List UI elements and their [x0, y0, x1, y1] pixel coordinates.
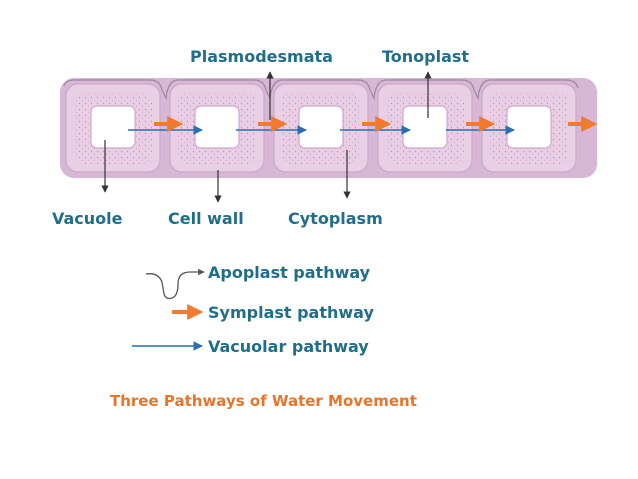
label-tonoplast: Tonoplast — [382, 47, 469, 66]
label-vacuole: Vacuole — [52, 209, 123, 228]
apoplast-legend-icon — [145, 268, 205, 300]
legend-apoplast-label: Apoplast pathway — [208, 263, 371, 282]
cell-3 — [273, 83, 369, 173]
cell-2 — [169, 83, 265, 173]
cell-4 — [377, 83, 473, 173]
legend-symplast-label: Symplast pathway — [208, 303, 374, 322]
legend: Apoplast pathway Symplast pathway Vacuol… — [132, 263, 374, 356]
vacuole-1 — [90, 105, 136, 149]
diagram-caption: Three Pathways of Water Movement — [110, 392, 417, 410]
cell-1 — [65, 83, 161, 173]
legend-vacuolar-label: Vacuolar pathway — [208, 337, 369, 356]
vacuole-2 — [194, 105, 240, 149]
apoplast-path-line — [63, 79, 579, 101]
label-cytoplasm: Cytoplasm — [288, 209, 383, 228]
vacuole-5 — [506, 105, 552, 149]
cell-5 — [481, 83, 577, 173]
label-plasmodesmata: Plasmodesmata — [190, 47, 333, 66]
vacuole-4 — [402, 105, 448, 149]
vacuole-3 — [298, 105, 344, 149]
label-cell-wall: Cell wall — [168, 209, 244, 228]
pointer-lines — [101, 71, 432, 203]
